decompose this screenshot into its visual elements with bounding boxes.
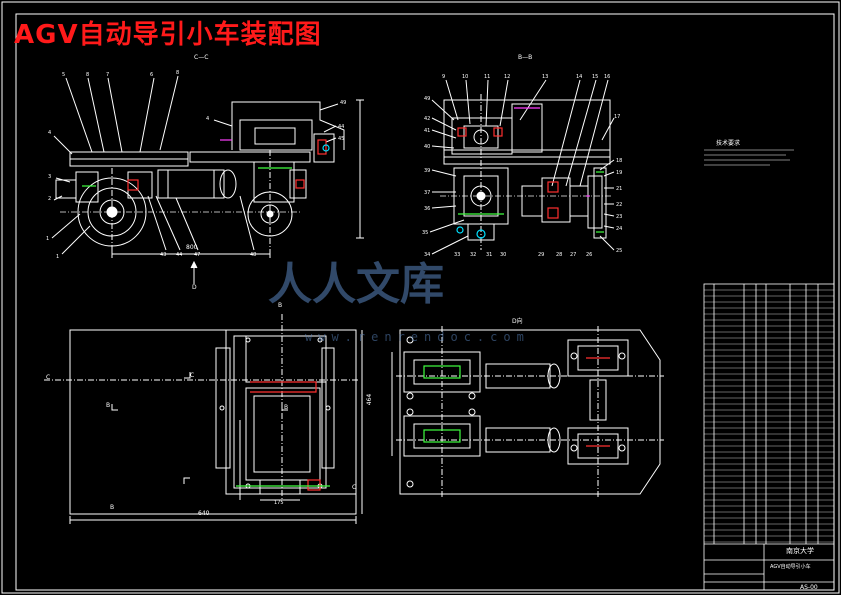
svg-text:1: 1 [46, 236, 49, 242]
svg-text:39: 39 [424, 168, 430, 174]
svg-text:45: 45 [338, 136, 344, 142]
svg-text:42: 42 [424, 116, 430, 122]
svg-text:28: 28 [556, 252, 562, 258]
svg-text:11: 11 [484, 74, 490, 80]
tech-notes [704, 149, 794, 166]
svg-text:44: 44 [176, 252, 182, 258]
svg-text:14: 14 [576, 74, 582, 80]
svg-text:31: 31 [486, 252, 492, 258]
title-block-school: 南京大学 [786, 547, 814, 555]
view-section-cc-accents [82, 139, 330, 191]
svg-text:17: 17 [614, 114, 620, 120]
svg-text:29: 29 [538, 252, 544, 258]
watermark-logo: 人人文库 [268, 259, 444, 310]
svg-text:33: 33 [454, 252, 460, 258]
view-section-bb-numbers: 9 10 11 12 13 14 15 16 17 49 42 41 40 39 37 36 35 34… [422, 74, 622, 258]
svg-text:41: 41 [424, 128, 430, 134]
svg-text:27: 27 [570, 252, 576, 258]
svg-text:24: 24 [616, 226, 622, 232]
svg-text:6: 6 [150, 72, 153, 78]
mark-b-top: B [278, 302, 283, 309]
svg-text:34: 34 [424, 252, 430, 258]
svg-text:32: 32 [470, 252, 476, 258]
svg-text:25: 25 [616, 248, 622, 254]
svg-text:19: 19 [616, 170, 622, 176]
mark-b-left: B [106, 402, 111, 409]
label-view-d: D向 [512, 318, 523, 325]
svg-text:40: 40 [424, 144, 430, 150]
mark-c-left: C [46, 374, 51, 381]
svg-text:2: 2 [48, 196, 51, 202]
svg-text:22: 22 [616, 202, 622, 208]
svg-text:35: 35 [422, 230, 428, 236]
title-block-name: AGV自动导引小车 [770, 564, 811, 570]
mark-d: D [192, 284, 197, 291]
svg-text:16: 16 [604, 74, 610, 80]
view-d-accents [423, 357, 610, 447]
view-plan [44, 314, 363, 524]
parts-list [703, 283, 835, 591]
dim-175: 175 [274, 500, 284, 506]
view-d [391, 326, 664, 498]
svg-text:7: 7 [106, 72, 109, 78]
mark-c-mid: C [190, 372, 195, 379]
svg-text:12: 12 [504, 74, 510, 80]
view-section-bb-accents [456, 107, 604, 239]
svg-text:36: 36 [424, 206, 430, 212]
svg-text:37: 37 [424, 190, 430, 196]
parts-list-rows [704, 289, 834, 543]
svg-text:47: 47 [194, 252, 200, 258]
dim-800: 800 [186, 244, 198, 251]
label-section-bb: B—B [518, 54, 533, 61]
svg-text:49: 49 [424, 96, 430, 102]
svg-text:4: 4 [48, 130, 51, 136]
svg-text:8: 8 [176, 70, 179, 76]
view-plan-accents [236, 381, 330, 491]
tech-requirements-title: 技术要求 [716, 140, 741, 147]
label-section-cc: C—C [194, 54, 209, 61]
svg-text:8: 8 [86, 72, 89, 78]
svg-text:30: 30 [500, 252, 506, 258]
svg-text:4: 4 [206, 116, 209, 122]
svg-text:5: 5 [62, 72, 65, 78]
svg-text:13: 13 [542, 74, 548, 80]
svg-text:18: 18 [616, 158, 622, 164]
svg-text:48: 48 [250, 252, 256, 258]
title-block-drawing-no: AS-00 [800, 584, 818, 591]
view-section-cc [51, 75, 364, 284]
svg-text:43: 43 [160, 252, 166, 258]
view-section-bb [429, 79, 615, 255]
mark-b-mid: B [284, 404, 289, 411]
svg-text:23: 23 [616, 214, 622, 220]
svg-text:3: 3 [48, 174, 51, 180]
dim-640: 640 [198, 510, 210, 517]
svg-text:1: 1 [56, 254, 59, 260]
svg-text:9: 9 [442, 74, 445, 80]
dim-464: 464 [366, 393, 374, 406]
drawing-title: AGV自动导引小车装配图 [14, 20, 322, 50]
watermark-url: www.renrendoc.com [305, 330, 530, 344]
svg-text:26: 26 [586, 252, 592, 258]
svg-text:21: 21 [616, 186, 622, 192]
mark-b-bottom: B [110, 504, 115, 511]
svg-text:15: 15 [592, 74, 598, 80]
mark-c-right: C [352, 484, 357, 491]
svg-text:49: 49 [340, 100, 346, 106]
svg-text:44: 44 [338, 124, 344, 130]
svg-text:10: 10 [462, 74, 468, 80]
